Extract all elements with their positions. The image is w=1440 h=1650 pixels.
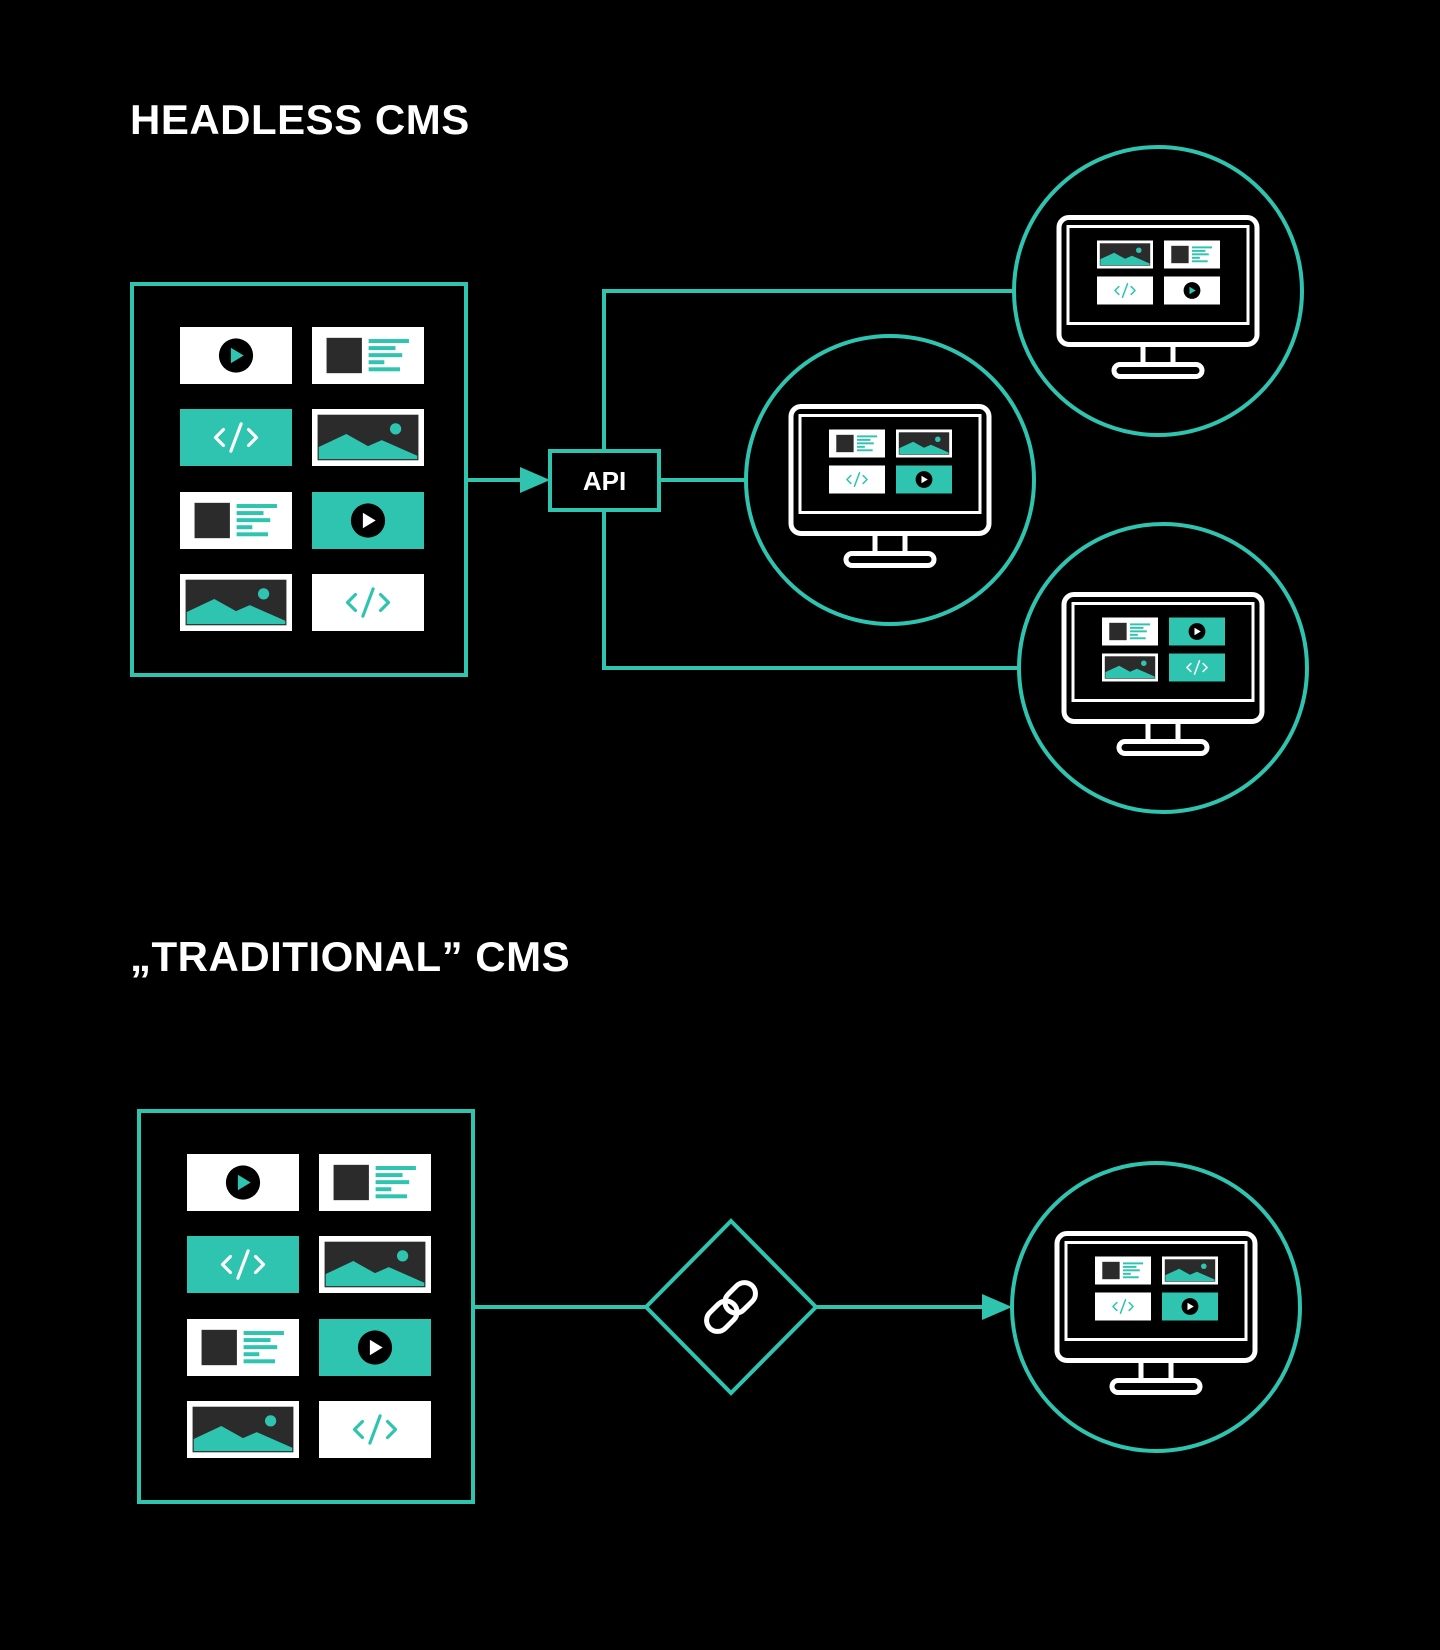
content-tile [312, 574, 424, 631]
code-icon [352, 1414, 398, 1445]
text-block-icon [1102, 1261, 1144, 1280]
content-tile [187, 1236, 299, 1293]
content-tile [1169, 617, 1225, 646]
connector-line [602, 510, 1019, 670]
content-tile [896, 465, 952, 494]
code-icon [345, 587, 391, 618]
display-devices [1010, 1161, 1302, 1453]
code-icon [1114, 283, 1136, 298]
play-icon [915, 471, 933, 488]
content-tile [829, 429, 885, 458]
content-tile [896, 429, 952, 458]
chain-link [722, 1280, 758, 1316]
chain-link-icon [704, 1280, 758, 1334]
api-label: API [583, 466, 626, 496]
code-icon [1112, 1299, 1134, 1314]
display-device [1012, 145, 1304, 437]
content-tile [319, 1401, 431, 1458]
display-device [1010, 1161, 1302, 1453]
arrow-head [982, 1294, 1012, 1320]
traditional-cms-title: „TRADITIONAL” CMS [130, 933, 571, 980]
image-icon [324, 1241, 426, 1288]
content-tile [312, 327, 424, 384]
play-icon [1183, 282, 1201, 299]
coupling-diamond [643, 1218, 819, 1396]
headless-cms-title: HEADLESS CMS [130, 96, 470, 143]
headless-cms-diagram: API [130, 145, 1309, 814]
chain-link [704, 1298, 740, 1334]
play-icon [225, 1165, 261, 1200]
display-device [744, 334, 1036, 626]
play-icon [1181, 1298, 1199, 1315]
code-icon [220, 1249, 266, 1280]
text-block-icon [333, 1164, 416, 1201]
content-tile [1095, 1256, 1151, 1285]
content-tile [1164, 240, 1220, 269]
content-tile [180, 409, 292, 466]
content-tile [1169, 653, 1225, 682]
content-repository [130, 282, 468, 677]
arrow-head [520, 467, 550, 493]
content-tile [1164, 276, 1220, 305]
play-icon [1188, 623, 1206, 640]
monitor-icon [1054, 1231, 1258, 1395]
content-tile [312, 492, 424, 549]
content-tile [1095, 1292, 1151, 1321]
content-tile [1102, 617, 1158, 646]
image-icon [185, 579, 287, 626]
connector-line [602, 289, 1014, 451]
content-tile [1097, 276, 1153, 305]
image-icon [317, 414, 419, 461]
content-tile [1162, 1292, 1218, 1321]
content-tile [1097, 240, 1153, 269]
content-tile [319, 1236, 431, 1293]
content-tile [319, 1154, 431, 1211]
code-icon [846, 472, 868, 487]
text-block-icon [326, 337, 409, 374]
content-tile [180, 492, 292, 549]
content-tile [1162, 1256, 1218, 1285]
content-tile [180, 574, 292, 631]
content-tile [187, 1154, 299, 1211]
code-icon [213, 422, 259, 453]
api-connectors [468, 289, 1019, 670]
code-icon [1186, 660, 1208, 675]
play-icon [218, 338, 254, 373]
content-tile [829, 465, 885, 494]
display-device [1017, 522, 1309, 814]
monitor-icon [788, 404, 992, 568]
api-box: API [548, 449, 661, 512]
content-tile [180, 327, 292, 384]
image-icon [1099, 243, 1151, 266]
text-block-icon [201, 1329, 284, 1366]
monitor-icon [1056, 215, 1260, 379]
content-tile [312, 409, 424, 466]
text-block-icon [836, 434, 878, 453]
text-block-icon [194, 502, 277, 539]
image-icon [192, 1406, 294, 1453]
content-tile [319, 1319, 431, 1376]
coupled-connector [475, 1218, 1012, 1396]
image-icon [1164, 1259, 1216, 1282]
content-tile [187, 1401, 299, 1458]
play-icon [350, 503, 386, 538]
display-devices [744, 145, 1309, 814]
image-icon [898, 432, 950, 455]
monitor-icon [1061, 592, 1265, 756]
traditional-cms-diagram [137, 1109, 1302, 1504]
content-tile [187, 1319, 299, 1376]
content-repository [137, 1109, 475, 1504]
text-block-icon [1109, 622, 1151, 641]
play-icon [357, 1330, 393, 1365]
text-block-icon [1171, 245, 1213, 264]
content-tile [1102, 653, 1158, 682]
image-icon [1104, 656, 1156, 679]
